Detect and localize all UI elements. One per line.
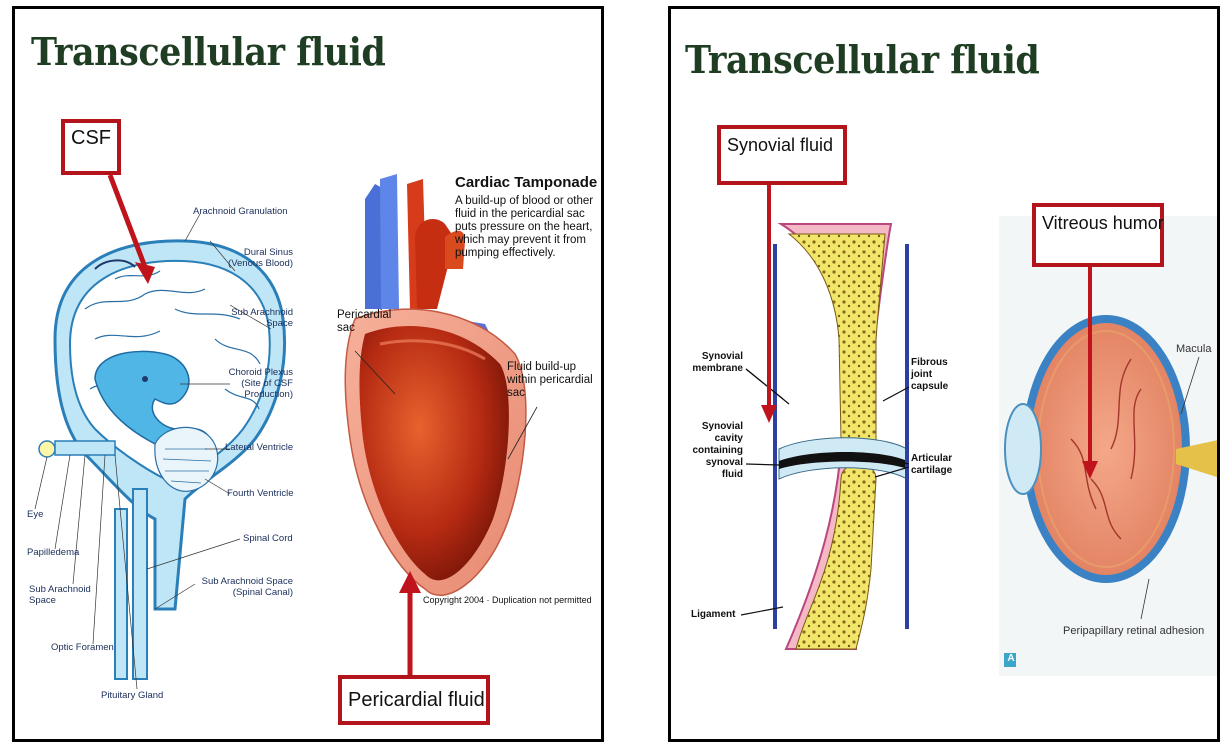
- label-fourth-ventricle: Fourth Ventricle: [227, 488, 294, 499]
- label-optic-foramen: Optic Foramen: [51, 642, 114, 653]
- eye-diagram: [999, 216, 1220, 676]
- synovial-fluid-box: Synovial fluid: [717, 125, 847, 185]
- label-macula: Macula: [1176, 343, 1211, 355]
- label-arachnoid-granulation: Arachnoid Granulation: [193, 206, 288, 217]
- csf-box: CSF: [61, 119, 121, 175]
- label-ligament: Ligament: [691, 609, 735, 620]
- label-dural-sinus: Dural Sinus(Venous Blood): [213, 247, 293, 269]
- pericardial-fluid-box: Pericardial fluid: [338, 675, 490, 725]
- cardiac-tamponade-description: A build-up of blood or other fluid in th…: [455, 195, 593, 260]
- label-eye: Eye: [27, 509, 43, 520]
- right-panel: Transcellular fluid: [668, 6, 1220, 742]
- label-sub-arachnoid-spinal: Sub Arachnoid Space(Spinal Canal): [197, 576, 293, 598]
- label-papilledema: Papilledema: [27, 547, 79, 558]
- figure-letter-a: A: [1005, 653, 1017, 664]
- copyright-note: Copyright 2004 · Duplication not permitt…: [423, 595, 592, 605]
- left-panel: Transcellular fluid: [12, 6, 604, 742]
- label-spinal-cord: Spinal Cord: [243, 533, 293, 544]
- label-lateral-ventricle: Lateral Ventricle: [225, 442, 293, 453]
- cardiac-tamponade-heading: Cardiac Tamponade: [455, 174, 597, 191]
- label-pituitary-gland: Pituitary Gland: [101, 690, 163, 701]
- vitreous-humor-box: Vitreous humor: [1032, 203, 1164, 267]
- joint-diagram: [741, 224, 909, 649]
- label-retinal-adhesion: Peripapillary retinal adhesion: [1063, 625, 1204, 637]
